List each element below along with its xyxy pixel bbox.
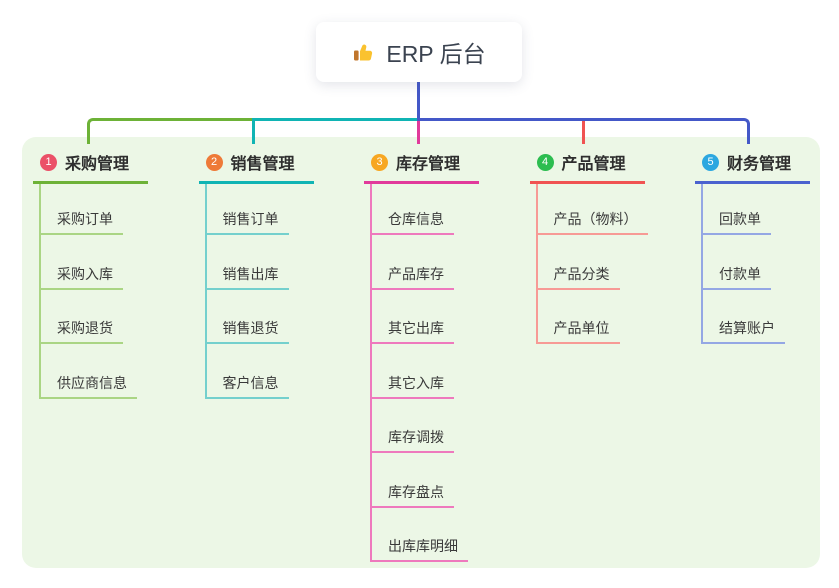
child-node[interactable]: 回款单: [703, 184, 785, 235]
child-node[interactable]: 产品单位: [537, 290, 648, 344]
child-label: 客户信息: [206, 375, 289, 399]
branch-children: 仓库信息 产品库存 其它出库 其它入库 库存调拨 库存盘点 出库库明细: [370, 184, 468, 562]
child-label: 库存调拨: [372, 429, 454, 453]
branch-label: 销售管理: [230, 156, 295, 173]
child-node[interactable]: 其它出库: [372, 290, 468, 344]
child-node[interactable]: 仓库信息: [372, 184, 468, 235]
connector-root-drop: [416, 80, 420, 120]
child-label: 产品分类: [537, 266, 620, 290]
connector-bus-right: [416, 118, 750, 144]
branch-children: 产品（物料） 产品分类 产品单位: [535, 184, 648, 344]
child-node[interactable]: 销售订单: [206, 184, 289, 235]
child-label: 采购订单: [41, 211, 123, 235]
connector-drop-branch-3: [416, 121, 420, 144]
branch-label: 采购管理: [65, 156, 130, 173]
child-label: 结算账户: [703, 320, 785, 344]
branch-node[interactable]: 2 销售管理: [198, 150, 314, 184]
branch-number-badge: 4: [536, 153, 554, 171]
child-label: 其它入库: [372, 375, 454, 399]
child-label: 产品单位: [537, 320, 620, 344]
child-node[interactable]: 产品分类: [537, 235, 648, 290]
child-label: 采购退货: [41, 320, 123, 344]
child-label: 供应商信息: [41, 375, 137, 399]
branch-node[interactable]: 4 产品管理: [529, 150, 645, 184]
connector-bus-left: [86, 118, 255, 144]
branch-number-badge: 5: [702, 153, 719, 171]
branch-label: 产品管理: [561, 156, 626, 173]
child-node[interactable]: 供应商信息: [41, 344, 137, 399]
child-node[interactable]: 付款单: [703, 235, 785, 290]
child-label: 产品库存: [372, 266, 454, 290]
child-node[interactable]: 出库库明细: [372, 508, 468, 562]
branch: 3 库存管理 仓库信息 产品库存 其它出库 其它入库 库存调拨 库存盘点 出库库…: [364, 150, 479, 562]
child-label: 产品（物料）: [537, 211, 648, 235]
branch: 2 销售管理 销售订单 销售出库 销售退货 客户信息: [198, 150, 314, 399]
child-label: 销售出库: [206, 266, 289, 290]
branch: 4 产品管理 产品（物料） 产品分类 产品单位: [529, 150, 648, 344]
child-label: 付款单: [703, 266, 771, 290]
child-node[interactable]: 销售退货: [206, 290, 289, 344]
background-panel: [22, 137, 820, 568]
branch-number-badge: 1: [40, 153, 57, 171]
branch: 5 财务管理 回款单 付款单 结算账户: [695, 150, 810, 344]
child-node[interactable]: 采购退货: [41, 290, 137, 344]
branch-number-badge: 3: [371, 153, 388, 171]
connector-drop-branch-4: [581, 121, 585, 144]
thumbs-up-icon: [352, 40, 376, 64]
branch: 1 采购管理 采购订单 采购入库 采购退货 供应商信息: [33, 150, 148, 399]
connector-bus-mid: [251, 118, 420, 144]
branch-children: 销售订单 销售出库 销售退货 客户信息: [204, 184, 289, 399]
child-label: 回款单: [703, 211, 771, 235]
child-node[interactable]: 产品（物料）: [537, 184, 648, 235]
branch-children: 采购订单 采购入库 采购退货 供应商信息: [39, 184, 137, 399]
child-node[interactable]: 产品库存: [372, 235, 468, 290]
child-node[interactable]: 销售出库: [206, 235, 289, 290]
root-label: ERP 后台: [386, 41, 486, 67]
child-node[interactable]: 其它入库: [372, 344, 468, 399]
root-node[interactable]: ERP 后台: [316, 22, 522, 82]
child-node[interactable]: 采购入库: [41, 235, 137, 290]
branch-node[interactable]: 1 采购管理: [33, 150, 148, 184]
child-label: 销售订单: [206, 211, 289, 235]
branch-node[interactable]: 3 库存管理: [364, 150, 479, 184]
child-label: 库存盘点: [372, 484, 454, 508]
child-label: 采购入库: [41, 266, 123, 290]
child-node[interactable]: 客户信息: [206, 344, 289, 399]
branch-number-badge: 2: [205, 153, 223, 171]
child-node[interactable]: 库存调拨: [372, 399, 468, 453]
branch-label: 库存管理: [396, 156, 461, 173]
child-label: 仓库信息: [372, 211, 454, 235]
child-node[interactable]: 采购订单: [41, 184, 137, 235]
child-node[interactable]: 库存盘点: [372, 453, 468, 508]
child-label: 出库库明细: [372, 538, 468, 562]
branch-node[interactable]: 5 财务管理: [695, 150, 810, 184]
child-label: 销售退货: [206, 320, 289, 344]
child-node[interactable]: 结算账户: [703, 290, 785, 344]
branch-children: 回款单 付款单 结算账户: [701, 184, 785, 344]
branch-label: 财务管理: [727, 156, 792, 173]
child-label: 其它出库: [372, 320, 454, 344]
